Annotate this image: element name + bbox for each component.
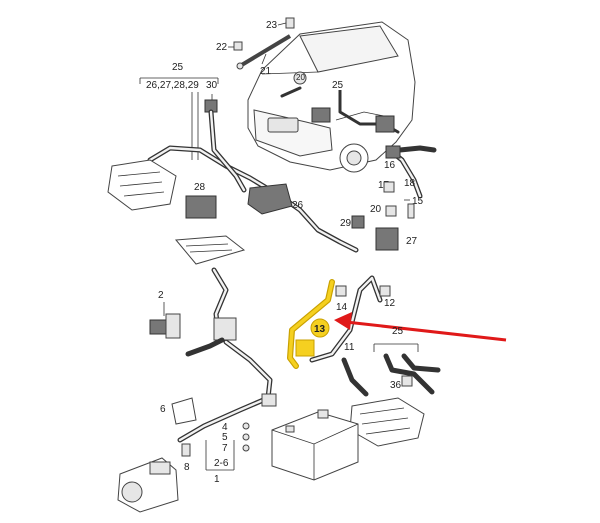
starter-cable-end — [213, 317, 237, 341]
label-26: 26 — [292, 200, 304, 211]
label-13: 13 — [314, 324, 326, 335]
label-25-list: 26,27,28,29 — [146, 80, 199, 91]
part-26-module — [247, 183, 293, 215]
part-20-nut — [385, 205, 397, 217]
part-21-rod — [236, 34, 292, 70]
label-1: 1 — [214, 474, 220, 485]
part-4-nut — [242, 422, 250, 430]
car-battery-pos — [375, 115, 395, 133]
label-14: 14 — [336, 302, 348, 313]
label-25-car: 25 — [332, 80, 344, 91]
label-23: 23 — [266, 20, 278, 31]
part-7-nut — [242, 444, 250, 452]
label-30: 30 — [206, 80, 218, 91]
part-22-nut — [233, 41, 243, 51]
label-2: 2 — [158, 290, 164, 301]
label-25-right: 25 — [392, 326, 404, 337]
label-11: 11 — [344, 342, 355, 353]
fuse-box-left — [107, 159, 177, 211]
part-28-relay — [185, 195, 217, 219]
part-13-cable — [288, 280, 334, 368]
label-25-car-bg — [330, 76, 348, 90]
label-28: 28 — [194, 182, 206, 193]
callout-13-badge — [310, 318, 330, 338]
harness-clip — [261, 393, 277, 407]
van-front-icon — [247, 21, 416, 173]
part-18-stud — [407, 203, 415, 219]
part-27-box — [375, 227, 399, 251]
part-29-plug — [351, 215, 365, 229]
part-8-bolt — [181, 443, 191, 457]
part-2-cable-end — [149, 313, 181, 339]
part-17-bolt — [383, 181, 395, 193]
starter-motor — [117, 457, 179, 513]
label-29: 29 — [340, 218, 352, 229]
label-36: 36 — [390, 380, 402, 391]
label-6: 6 — [160, 404, 166, 415]
part-13-terminal — [295, 339, 315, 357]
part-6-bracket — [171, 397, 197, 425]
label-20-car: 20 — [296, 73, 305, 82]
part-23-bolt — [285, 17, 295, 29]
part-14-bolt — [335, 285, 347, 297]
label-21: 21 — [260, 66, 272, 77]
car-control-unit — [311, 107, 331, 123]
label-12: 12 — [384, 298, 396, 309]
part-5-washer — [242, 433, 250, 441]
part-36-nut — [401, 375, 413, 387]
label-18: 18 — [404, 178, 416, 189]
red-arrow-icon — [334, 312, 507, 342]
label-2-6: 2-6 — [214, 458, 229, 469]
fuse-box-right — [349, 397, 425, 447]
part-16-terminal — [385, 145, 401, 159]
part-12-nut — [379, 285, 391, 297]
label-16: 16 — [384, 160, 396, 171]
car-connector-20 — [293, 71, 307, 85]
label-27: 27 — [406, 236, 418, 247]
label-22: 22 — [216, 42, 228, 53]
battery — [271, 409, 359, 481]
label-7: 7 — [222, 443, 228, 454]
label-8: 8 — [184, 462, 190, 473]
fuse-carrier — [174, 235, 246, 265]
label-20: 20 — [370, 204, 382, 215]
label-5: 5 — [222, 432, 228, 443]
label-25-top: 25 — [172, 62, 184, 73]
label-15: 15 — [412, 196, 424, 207]
label-4: 4 — [222, 422, 228, 433]
